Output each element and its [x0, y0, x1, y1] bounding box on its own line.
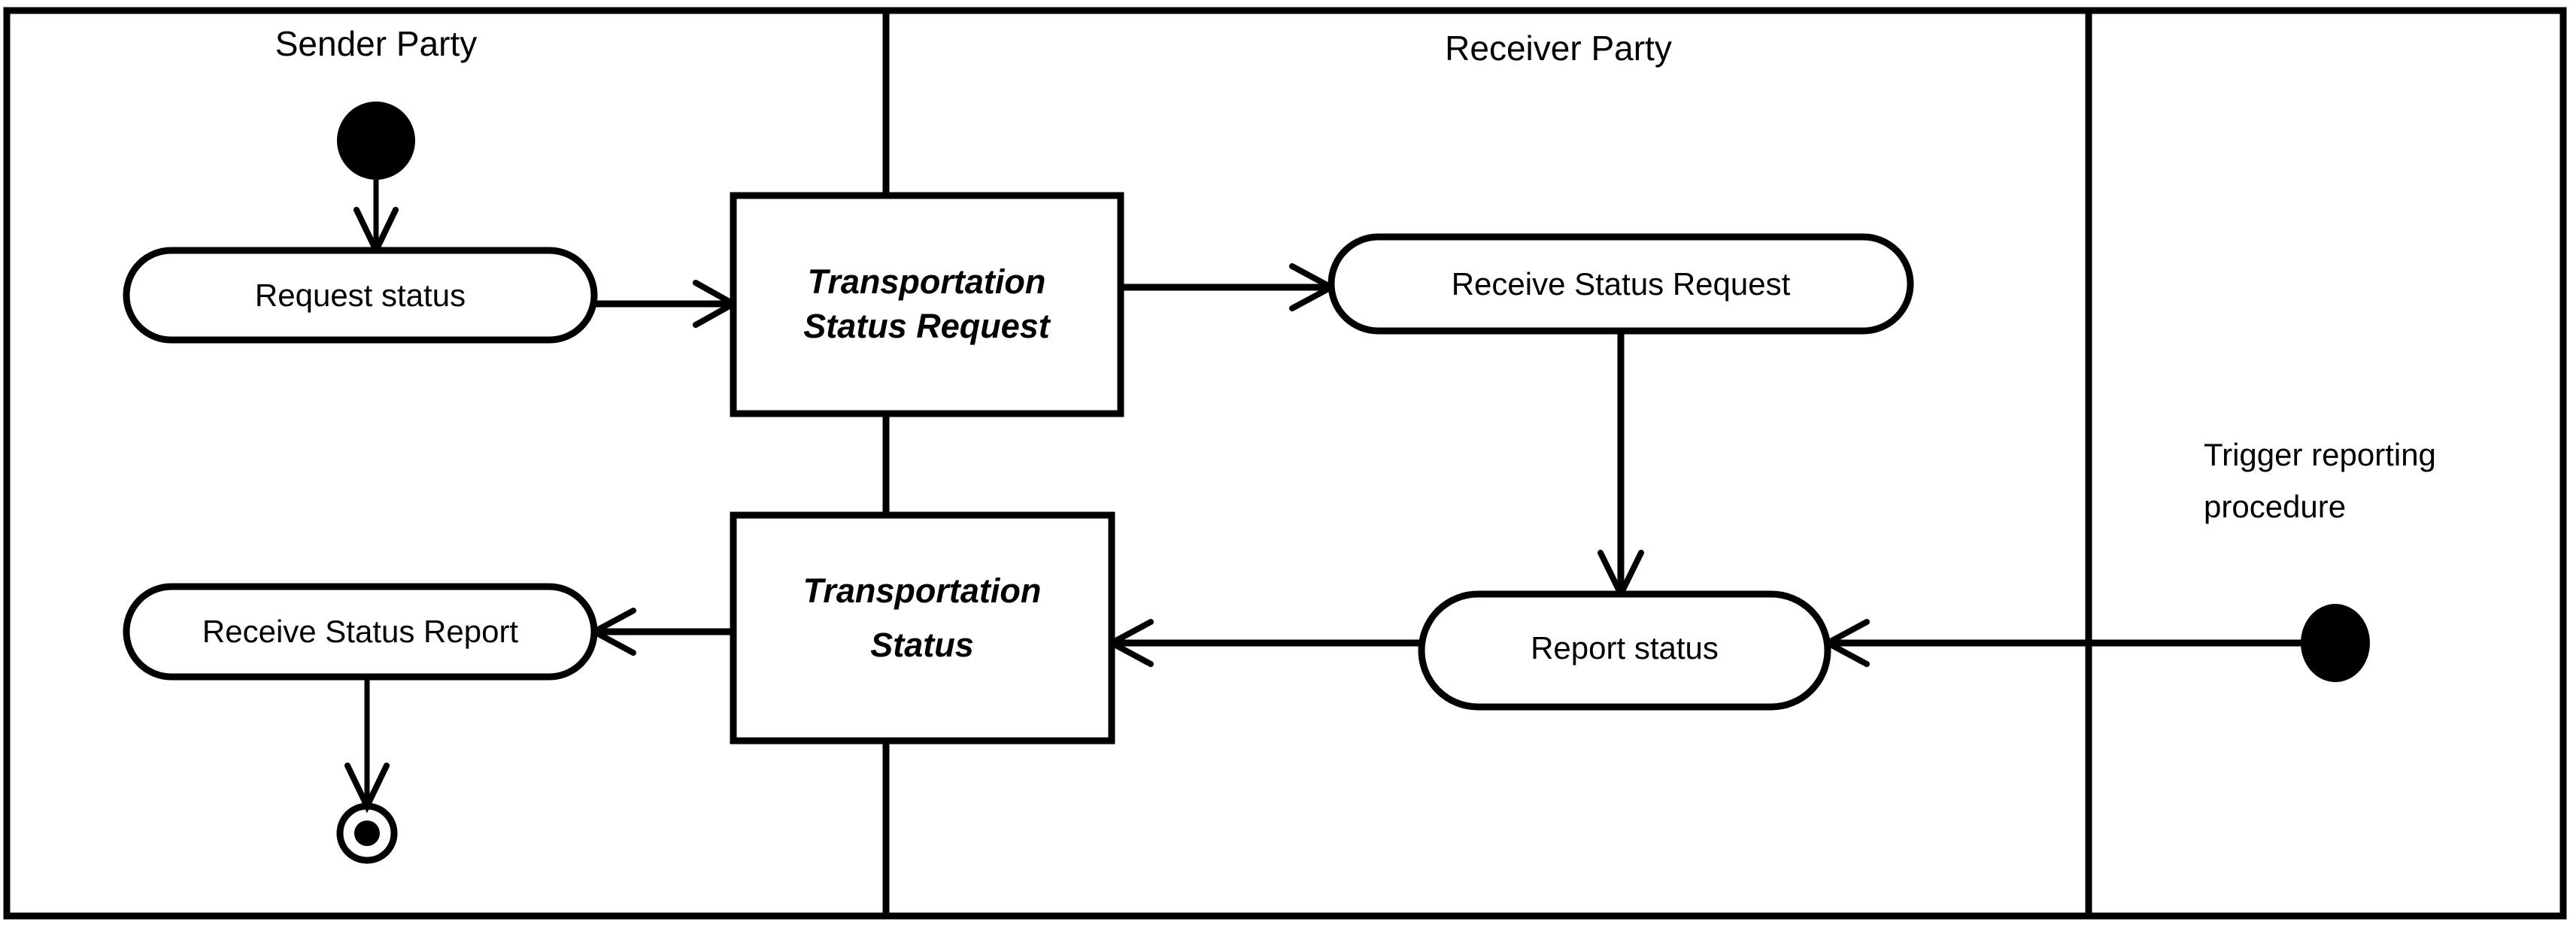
final-node-outer-ring: [336, 802, 398, 864]
initial-node-sender[interactable]: [337, 102, 415, 180]
edge-receive-status-request-to-report-status: [1597, 331, 1644, 602]
partition-label-receiver: Receiver Party: [1445, 29, 1672, 68]
object-node-label-line-1: Transportation: [808, 262, 1046, 301]
activity-final-node[interactable]: [336, 802, 398, 864]
action-node-label: Report status: [1531, 630, 1719, 666]
object-node-transportation-status-request[interactable]: Transportation Status Request: [730, 192, 1124, 417]
edge-request-status-to-tsr: [594, 280, 740, 328]
final-node-inner-dot: [354, 820, 380, 846]
partition-label-sender: Sender Party: [275, 24, 477, 63]
object-node-label-line-2: Status: [870, 626, 974, 664]
note-label-line-1: Trigger reporting: [2204, 437, 2436, 472]
object-node-label-line-1: Transportation: [803, 572, 1042, 610]
action-node-receive-status-request[interactable]: Receive Status Request: [1327, 233, 1914, 335]
object-node-label-line-2: Status Request: [803, 307, 1051, 345]
edge-initial-to-request-status: [353, 180, 399, 258]
edge-receive-status-report-to-final: [344, 677, 390, 814]
action-node-request-status[interactable]: Request status: [123, 247, 598, 344]
action-node-shape: [1327, 233, 1914, 335]
note-label-line-2: procedure: [2204, 489, 2346, 524]
action-node-label: Receive Status Report: [202, 614, 519, 649]
action-node-label: Request status: [255, 278, 466, 313]
action-node-label: Receive Status Request: [1452, 266, 1791, 302]
edge-transportation-status-to-receive-status-report: [587, 608, 733, 656]
action-node-shape: [123, 247, 598, 344]
edge-report-status-to-transportation-status: [1105, 619, 1422, 667]
object-node-shape: [730, 192, 1124, 417]
note-trigger-reporting-procedure: Trigger reporting procedure: [2204, 437, 2436, 524]
edge-trigger-to-report-status: [1821, 619, 2335, 667]
object-node-transportation-status[interactable]: Transportation Status: [730, 511, 1115, 745]
action-node-shape: [1418, 590, 1831, 711]
action-node-receive-status-report[interactable]: Receive Status Report: [123, 583, 598, 681]
edge-tsr-to-receive-status-request: [1121, 263, 1338, 311]
object-node-shape: [730, 511, 1115, 745]
action-node-shape: [123, 583, 598, 681]
action-node-report-status[interactable]: Report status: [1418, 590, 1831, 711]
initial-node-trigger[interactable]: [2301, 604, 2370, 682]
diagram-outer-frame: [3, 7, 2567, 920]
